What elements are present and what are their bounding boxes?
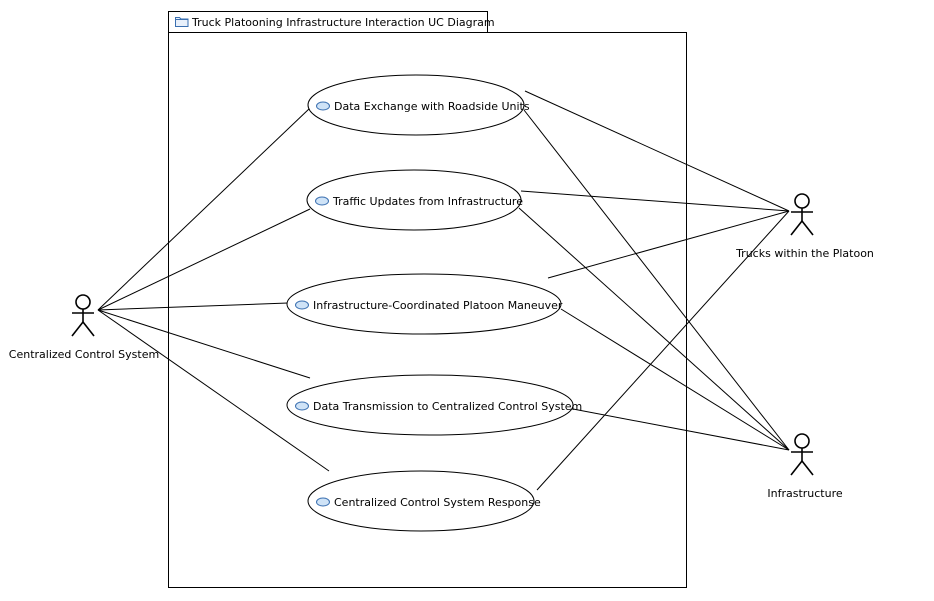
actor-label: Centralized Control System — [9, 348, 159, 361]
use-case-label: Data Transmission to Centralized Control… — [313, 400, 582, 413]
association-a1-uc5[interactable] — [97, 309, 330, 472]
system-boundary[interactable]: Truck Platooning Infrastructure Interact… — [168, 11, 687, 588]
use-case-label: Data Exchange with Roadside Units — [334, 100, 530, 113]
association-a1-uc2[interactable] — [97, 208, 311, 311]
use-cases: Data Exchange with Roadside UnitsTraffic… — [286, 74, 582, 532]
association-a1-uc1[interactable] — [97, 107, 311, 311]
use-case-label: Traffic Updates from Infrastructure — [332, 195, 523, 208]
actor-a2[interactable]: Trucks within the Platoon — [735, 193, 874, 260]
use-case-icon — [295, 401, 309, 411]
stick-figure-icon — [790, 193, 814, 236]
diagram-title: Truck Platooning Infrastructure Interact… — [191, 16, 495, 29]
use-case-ellipse[interactable] — [286, 273, 562, 335]
stick-figure-icon — [71, 294, 95, 337]
use-case-icon — [295, 300, 309, 310]
association-a2-uc3[interactable] — [547, 210, 790, 279]
use-case-2[interactable]: Traffic Updates from Infrastructure — [306, 169, 523, 231]
actor-label: Trucks within the Platoon — [735, 247, 874, 260]
folder-icon — [175, 17, 189, 27]
use-case-ellipse[interactable] — [306, 169, 522, 231]
association-lines — [97, 90, 790, 491]
association-a3-uc3[interactable] — [560, 308, 790, 451]
actor-label: Infrastructure — [767, 487, 843, 500]
use-case-ellipse[interactable] — [286, 374, 574, 436]
association-a3-uc4[interactable] — [572, 408, 790, 451]
use-case-icon — [316, 497, 330, 507]
actor-a1[interactable]: Centralized Control System — [9, 294, 159, 361]
use-case-3[interactable]: Infrastructure-Coordinated Platoon Maneu… — [286, 273, 563, 335]
association-a1-uc4[interactable] — [97, 309, 311, 379]
use-case-label: Centralized Control System Response — [334, 496, 541, 509]
association-a3-uc1[interactable] — [523, 109, 790, 451]
stick-figure-icon — [790, 433, 814, 476]
actors: Centralized Control System Trucks within … — [9, 193, 874, 500]
association-a1-uc3[interactable] — [97, 302, 289, 311]
association-a2-uc1[interactable] — [524, 90, 790, 212]
use-case-4[interactable]: Data Transmission to Centralized Control… — [286, 374, 582, 436]
use-case-ellipse[interactable] — [307, 74, 525, 136]
use-case-1[interactable]: Data Exchange with Roadside Units — [307, 74, 530, 136]
use-case-5[interactable]: Centralized Control System Response — [307, 470, 541, 532]
association-a2-uc5[interactable] — [536, 210, 790, 491]
use-case-ellipse[interactable] — [307, 470, 535, 532]
actor-a3[interactable]: Infrastructure — [767, 433, 843, 500]
association-a2-uc2[interactable] — [520, 190, 790, 212]
association-a3-uc2[interactable] — [518, 207, 790, 451]
use-case-icon — [315, 196, 329, 206]
use-case-icon — [316, 101, 330, 111]
use-case-label: Infrastructure-Coordinated Platoon Maneu… — [313, 299, 563, 312]
